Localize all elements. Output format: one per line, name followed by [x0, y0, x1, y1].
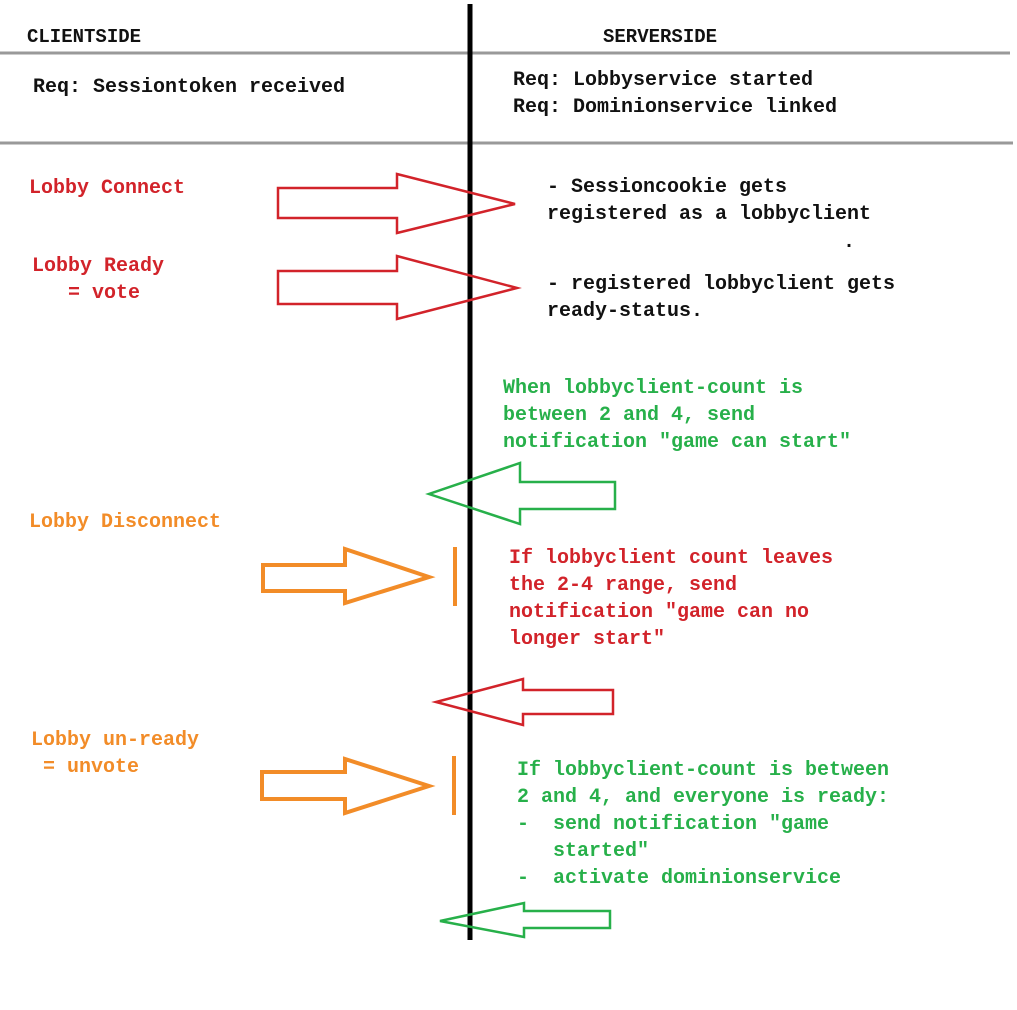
- can-start-line-2: between 2 and 4, send: [503, 404, 756, 427]
- cannot-start-line-1: If lobbyclient count leaves: [509, 547, 834, 570]
- lobby-ready-vote-label: = vote: [32, 282, 141, 305]
- game-started-arrow: [439, 901, 612, 939]
- game-started-line-5: - activate dominionservice: [517, 867, 842, 890]
- cannot-start-line-2: the 2-4 range, send: [509, 574, 738, 597]
- server-ready-line-2: ready-status.: [547, 300, 704, 323]
- lobby-unready-unvote-label: = unvote: [31, 756, 140, 779]
- unready-arrow: [260, 756, 436, 816]
- cannot-start-arrow: [431, 677, 615, 727]
- lobby-disconnect-label: Lobby Disconnect: [29, 511, 222, 534]
- serverside-header: SERVERSIDE: [603, 26, 718, 48]
- cannot-start-line-3: notification "game can no: [509, 601, 810, 624]
- lobby-connect-label: Lobby Connect: [29, 177, 186, 200]
- disconnect-arrow: [261, 546, 436, 606]
- cannot-start-line-4: longer start": [509, 628, 666, 651]
- client-requirement: Req: Sessiontoken received: [33, 76, 346, 99]
- server-ready-line-1: - registered lobbyclient gets: [547, 273, 896, 296]
- lobby-ready-label: Lobby Ready: [32, 255, 165, 278]
- connect-arrow: [276, 172, 516, 235]
- game-started-line-3: - send notification "game: [517, 813, 830, 836]
- ready-arrow: [276, 254, 522, 321]
- server-requirement-dominionservice: Req: Dominionservice linked: [513, 96, 838, 119]
- game-started-line-4: started": [517, 840, 650, 863]
- can-start-line-1: When lobbyclient-count is: [503, 377, 804, 400]
- game-started-line-1: If lobbyclient-count is between: [517, 759, 890, 782]
- server-connect-line-2: registered as a lobbyclient: [547, 203, 872, 226]
- clientside-header: CLIENTSIDE: [27, 26, 142, 48]
- server-connect-line-1: - Sessioncookie gets: [547, 176, 788, 199]
- can-start-line-3: notification "game can start": [503, 431, 852, 454]
- game-started-line-2: 2 and 4, and everyone is ready:: [517, 786, 890, 809]
- lobby-unready-label: Lobby un-ready: [31, 729, 200, 752]
- can-start-arrow: [425, 461, 617, 526]
- server-requirement-lobbyservice: Req: Lobbyservice started: [513, 69, 814, 92]
- stray-dot: .: [843, 231, 856, 254]
